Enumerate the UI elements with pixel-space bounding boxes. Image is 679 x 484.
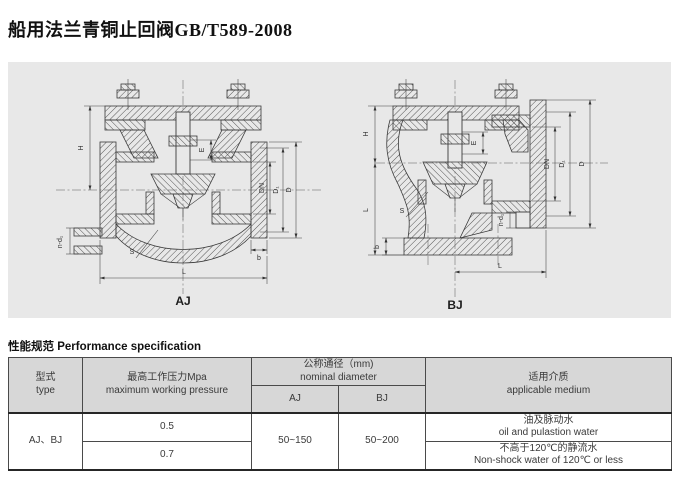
- col-header-nominal-diameter: 公称通径（mm) nominal diameter: [251, 357, 426, 386]
- medium-value-cell: 油及脉动水 oil and pulastion water: [425, 412, 672, 442]
- technical-drawing-panel: H E DN D₁ D: [8, 62, 671, 318]
- aj-dim-label-s: S: [130, 249, 135, 256]
- col-header-pressure-zh: 最高工作压力Mpa: [127, 372, 207, 384]
- bj-dim-label-l: L: [498, 263, 502, 270]
- col-header-type-zh: 型式: [35, 372, 56, 384]
- aj-dim-label-dn: DN: [259, 183, 266, 193]
- col-header-pressure: 最高工作压力Mpa maximum working pressure: [82, 357, 252, 413]
- page-title: 船用法兰青铜止回阀GB/T589-2008: [8, 20, 293, 40]
- col-header-medium-en: applicable medium: [506, 384, 591, 396]
- col-header-type: 型式 type: [8, 357, 83, 413]
- pressure-value-cell: 0.7: [82, 440, 252, 470]
- aj-dim-label-nd1: n-d₁: [57, 235, 64, 248]
- bj-caption: BJ: [447, 298, 462, 312]
- bj-dim-label-d1: D₁: [559, 160, 566, 168]
- bj-dim-label-nd1: n-d₁: [498, 213, 505, 226]
- medium-value-cell: 不高于120℃的静流水 Non-shock water of 120℃ or l…: [425, 440, 672, 470]
- aj-dim-label-b: b: [257, 255, 261, 262]
- bj-dim-label-s: S: [400, 208, 405, 215]
- aj-dim-label-h: H: [78, 145, 85, 150]
- type-value-cell: AJ、BJ: [8, 412, 83, 470]
- spec-heading: 性能规范 Performance specification: [8, 341, 201, 353]
- bj-dim-label-l-side: L: [363, 208, 370, 212]
- bj-bolt-icon: [498, 83, 514, 91]
- bj-dim-label-h: H: [363, 131, 370, 136]
- dn-bj-value-cell: 50~200: [338, 412, 426, 470]
- medium-en: Non-shock water of 120℃ or less: [473, 455, 624, 466]
- aj-dim-label-d: D: [286, 187, 293, 192]
- aj-dim-label-e: E: [199, 147, 206, 152]
- col-header-dn-zh: 公称通径（mm): [303, 359, 374, 370]
- bj-dim-label-dn: DN: [544, 159, 551, 169]
- aj-disc: [150, 173, 216, 195]
- pressure-value-cell: 0.5: [82, 412, 252, 442]
- col-header-medium-zh: 适用介质: [528, 372, 569, 384]
- valve-drawings: H E DN D₁ D: [56, 79, 608, 312]
- bj-dim-label-e: E: [471, 140, 478, 145]
- aj-caption: AJ: [175, 294, 190, 308]
- bj-drawing: H L E DN D₁: [363, 79, 608, 312]
- table-row: AJ、BJ 0.5 50~150 50~200 油及脉动水 oil and pu…: [8, 412, 672, 470]
- bj-bolt-icon: [398, 83, 414, 91]
- bj-dim-label-b: b: [374, 245, 381, 249]
- col-header-dn-en: nominal diameter: [300, 371, 377, 383]
- aj-bolt-icon: [120, 83, 136, 91]
- col-header-type-en: type: [36, 384, 55, 396]
- col-header-pressure-en: maximum working pressure: [105, 384, 229, 396]
- medium-en: oil and pulastion water: [498, 427, 599, 438]
- dn-aj-value-cell: 50~150: [251, 412, 339, 470]
- medium-zh: 不高于120℃的静流水: [499, 442, 598, 454]
- bj-disc: [422, 161, 488, 185]
- aj-dim-label-d1: D₁: [273, 186, 280, 194]
- aj-drawing: H E DN D₁ D: [56, 79, 323, 308]
- aj-bolt-icon: [230, 83, 246, 91]
- bj-dim-label-d: D: [579, 161, 586, 166]
- performance-spec-table: 型式 type 最高工作压力Mpa maximum working pressu…: [8, 357, 672, 471]
- col-header-medium: 适用介质 applicable medium: [425, 357, 672, 413]
- sub-header-bj: BJ: [338, 385, 426, 413]
- sub-header-aj: AJ: [251, 385, 339, 413]
- aj-dim-label-l: L: [182, 269, 186, 276]
- medium-zh: 油及脉动水: [523, 414, 574, 426]
